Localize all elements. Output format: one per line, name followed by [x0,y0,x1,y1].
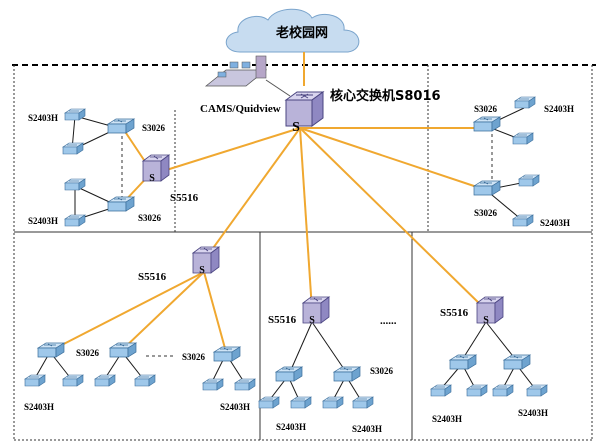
s2403h-label: S2403H [276,422,306,432]
s2403h-label: S2403H [220,402,250,412]
s3026-label: S3026 [370,366,394,376]
s3026-label: S3026 [142,123,166,133]
access-switch-icon [526,384,548,397]
distribution-switch-icon [275,366,303,382]
distribution-switch-icon [109,342,137,358]
distribution-switch-icon [107,118,135,134]
access-switch-icon [202,378,224,391]
s2403h-label: S2403H [544,104,574,114]
access-switch-icon [24,374,46,387]
s2403h-label: S2403H [540,218,570,228]
agg-switch-glyph: S [149,173,155,184]
s2403h-label: S2403H [28,216,58,226]
s5516-label: S5516 [440,307,469,319]
s2403h-label: S2403H [24,402,54,412]
cloud-label: 老校园网 [275,25,328,41]
s5516-label: S5516 [138,271,167,283]
server-link [265,79,291,97]
s3026-label: S3026 [474,104,498,114]
s2403h-label: S2403H [432,414,462,424]
access-switch-icon [134,374,156,387]
agg-switch-glyph: S [309,315,315,326]
access-switch-icon [62,142,84,155]
access-switch-icon [352,396,374,409]
distribution-switch-icon [503,354,531,370]
distribution-switch-icon [213,346,241,362]
distribution-switch-icon [333,366,361,382]
mgmt-label: CAMS/Quidview [200,103,281,115]
s5516-label: S5516 [170,192,199,204]
access-switch-icon [290,396,312,409]
access-switch-icon [512,214,534,227]
access-switch-icon [512,132,534,145]
server-icon [204,55,268,87]
aggregation-switch-icon [142,154,170,182]
s3026-label: S3026 [76,348,100,358]
access-switch-icon [64,108,86,121]
access-switch-icon [518,174,540,187]
lower-left-links [33,271,245,383]
s3026-label: S3026 [474,208,498,218]
s5516-label: S5516 [268,314,297,326]
cloud-icon [225,8,360,53]
access-switch-icon [322,396,344,409]
distribution-switch-icon [473,116,501,132]
ellipsis-label: ...... [380,315,397,327]
distribution-switch-icon [37,342,65,358]
core-switch-glyph: S [292,120,300,135]
aggregation-switch-icon [476,296,504,324]
access-switch-icon [64,178,86,191]
agg-switch-glyph: S [199,265,205,276]
access-switch-icon [492,384,514,397]
distribution-switch-icon [473,180,501,196]
distribution-switch-icon [107,196,135,212]
s3026-label: S3026 [182,352,206,362]
core-uplinks [159,127,487,311]
access-switch-icon [430,384,452,397]
s2403h-label: S2403H [518,408,548,418]
s2403h-label: S2403H [352,424,382,434]
distribution-switch-icon [449,354,477,370]
core-label: 核心交换机S8016 [330,88,441,104]
access-switch-icon [94,374,116,387]
s3026-label: S3026 [138,213,162,223]
access-switch-icon [466,384,488,397]
s2403h-label: S2403H [28,113,58,123]
access-switch-icon [64,214,86,227]
lower-middle-links [267,321,363,403]
access-switch-icon [234,378,256,391]
aggregation-switch-icon [192,246,220,274]
access-switch-icon [258,396,280,409]
access-switch-icon [514,96,536,109]
access-switch-icon [62,374,84,387]
agg-switch-glyph: S [483,315,489,326]
aggregation-switch-icon [302,296,330,324]
